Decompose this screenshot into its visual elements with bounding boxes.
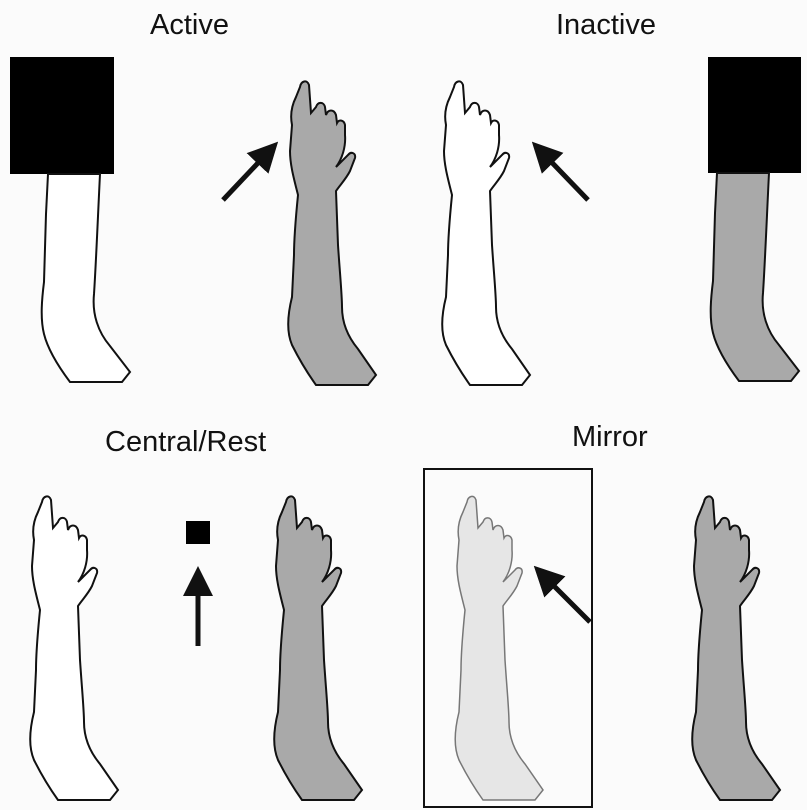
central-fixation-square xyxy=(186,521,210,544)
gray-pointing-arm xyxy=(274,496,362,800)
covered-white-arm xyxy=(42,174,130,382)
pointing-arrow-icon xyxy=(223,146,274,200)
mirror-reflected-arm xyxy=(455,496,543,800)
mirror-panel xyxy=(424,469,780,807)
pointing-arrow-icon xyxy=(536,146,588,200)
black-occluder-box xyxy=(10,57,114,174)
inactive-panel xyxy=(442,57,801,385)
gray-pointing-arm xyxy=(288,81,376,385)
active-panel xyxy=(10,57,376,385)
gray-pointing-arm xyxy=(692,496,780,800)
covered-gray-arm xyxy=(711,173,799,381)
white-pointing-arm xyxy=(30,496,118,800)
pointing-arrow-icon xyxy=(538,570,590,622)
central-rest-panel xyxy=(30,496,362,800)
black-occluder-box xyxy=(708,57,801,173)
white-pointing-arm xyxy=(442,81,530,385)
